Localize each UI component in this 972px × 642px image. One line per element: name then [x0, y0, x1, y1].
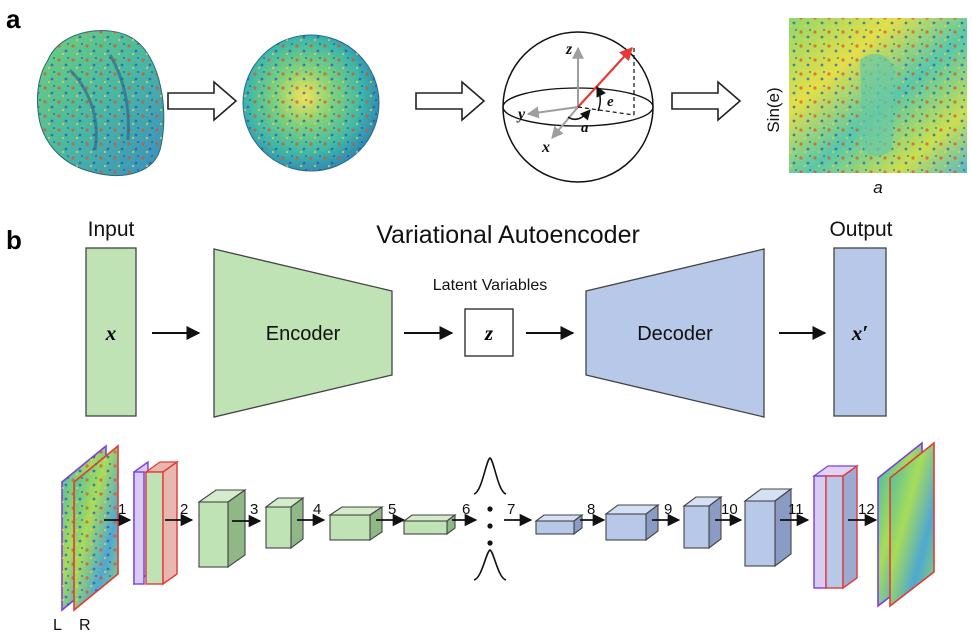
- layer-number-10: 10: [721, 501, 738, 518]
- input-block: [85, 247, 137, 417]
- azimuth-arc: [567, 109, 591, 121]
- azimuth-label: a: [581, 120, 589, 136]
- projection-dash-horizontal: [577, 106, 635, 116]
- map-y-axis-label: Sin(e): [764, 87, 783, 132]
- latent-distributions: [473, 457, 507, 581]
- cortical-surface-image: [37, 29, 165, 177]
- map-x-axis-label: a: [873, 178, 882, 197]
- position-vector: [577, 47, 633, 108]
- decoder-block: [585, 248, 765, 418]
- output-heading: Output: [829, 218, 892, 241]
- layer-number-3: 3: [250, 501, 258, 518]
- encoder-block: [213, 248, 393, 418]
- layer-number-7: 7: [507, 501, 515, 518]
- decoder-label: Decoder: [637, 323, 713, 345]
- layer-number-1: 1: [118, 501, 126, 518]
- input-hemisphere-maps: [61, 444, 119, 612]
- right-hemisphere-label: R: [79, 617, 91, 634]
- left-hemisphere-label: L: [53, 617, 62, 634]
- input-heading: Input: [88, 218, 135, 241]
- layer-number-9: 9: [664, 501, 672, 518]
- gaussian-top: [473, 457, 507, 495]
- encoder-conv-block-3: [328, 505, 384, 542]
- output-block: [833, 247, 887, 417]
- hollow-arrow-1: [167, 80, 238, 122]
- layer-number-11: 11: [788, 501, 804, 518]
- last-layer-slabs: [812, 464, 859, 590]
- panel-a-letter: a: [6, 4, 21, 34]
- first-layer-slabs: [133, 460, 179, 586]
- encoder-label: Encoder: [266, 323, 341, 345]
- spherical-surface-image: [242, 34, 380, 172]
- elevation-arc: [596, 86, 606, 112]
- x-axis-label: x: [541, 139, 550, 156]
- output-right-map: [889, 441, 935, 608]
- layer-number-6: 6: [462, 501, 470, 518]
- x-axis: [551, 106, 579, 139]
- encoder-conv-block-1: [197, 488, 247, 569]
- ellipsis-dot-3: [487, 540, 493, 546]
- output-symbol: x′: [851, 321, 868, 345]
- y-axis-label: y: [516, 106, 526, 123]
- spherical-coordinate-diagram: z y x e a: [502, 31, 654, 183]
- decoder-conv-block-4: [743, 487, 793, 568]
- layer-number-12: 12: [858, 501, 875, 518]
- gaussian-bottom: [473, 549, 507, 581]
- y-axis: [526, 106, 579, 119]
- encoder-conv-block-2: [264, 496, 305, 550]
- ellipsis-dot-2: [487, 523, 493, 529]
- panel-b-letter: b: [6, 225, 22, 255]
- elevation-label: e: [607, 94, 614, 110]
- layer-number-4: 4: [313, 501, 321, 518]
- sphere-to-plane-map: [789, 18, 967, 173]
- hollow-arrow-3: [671, 80, 742, 122]
- layer-number-5: 5: [388, 501, 396, 518]
- decoder-conv-block-1: [534, 513, 584, 536]
- latent-symbol: z: [484, 321, 494, 345]
- latent-heading: Latent Variables: [433, 277, 547, 294]
- vae-title: Variational Autoencoder: [376, 221, 640, 249]
- output-hemisphere-maps: [877, 441, 935, 608]
- hollow-arrow-2: [415, 80, 486, 122]
- ellipsis-dot-1: [487, 506, 493, 512]
- z-axis-label: z: [565, 41, 573, 58]
- input-symbol: x: [105, 321, 117, 345]
- decoder-conv-block-2: [604, 503, 660, 542]
- latent-block: [464, 308, 514, 357]
- encoder-conv-block-4: [402, 513, 457, 536]
- layer-number-8: 8: [587, 501, 595, 518]
- layer-number-2: 2: [180, 501, 188, 518]
- decoder-conv-block-3: [682, 495, 723, 550]
